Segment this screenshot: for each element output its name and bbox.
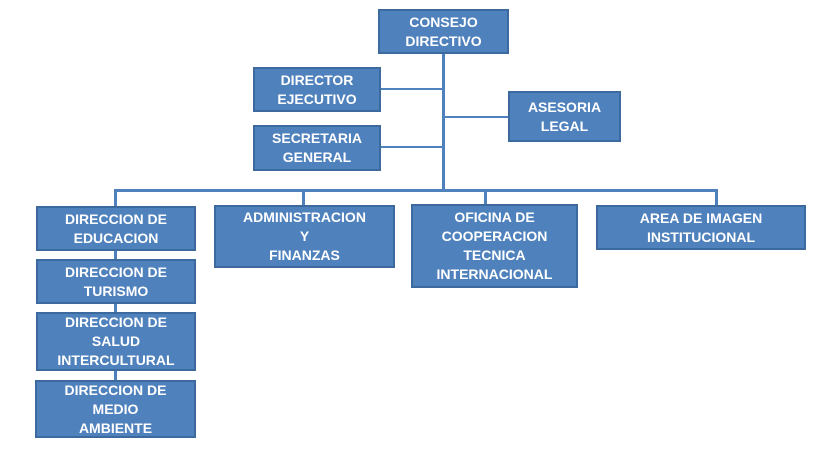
node-label: OFICINA DE (454, 209, 535, 225)
connector-imagen (715, 189, 718, 206)
node-direccion-turismo: DIRECCION DE TURISMO (36, 259, 196, 304)
node-label: MEDIO (92, 400, 139, 417)
node-direccion-salud: DIRECCION DE SALUD INTERCULTURAL (36, 312, 196, 371)
connector-secretaria (381, 146, 443, 148)
node-label: EJECUTIVO (277, 90, 357, 107)
node-label: DIRECTIVO (405, 32, 482, 49)
node-label: LEGAL (540, 117, 589, 134)
connector-educacion (114, 189, 117, 207)
connector-oficina (484, 192, 487, 205)
node-oficina-cooperacion: OFICINA DE COOPERACION TECNICA INTERNACIONA… (411, 204, 578, 288)
connector-horizontal-bus (115, 189, 718, 192)
node-administracion-finanzas: ADMINISTRACION Y FINANZAS (214, 205, 395, 268)
node-label: DIRECCION DE (65, 210, 167, 227)
node-asesoria-legal: ASESORIA LEGAL (508, 91, 621, 142)
node-label: DIRECTOR (280, 71, 354, 88)
node-label: DIRECCION DE (64, 381, 167, 398)
node-consejo-directivo: CONSEJO DIRECTIVO (378, 9, 509, 54)
connector-asesoria (445, 116, 508, 118)
node-label: INSTITUCIONAL (646, 228, 756, 245)
node-label: AMBIENTE (78, 419, 153, 436)
node-label: SALUD (91, 333, 141, 349)
node-label: INTERCULTURAL (57, 352, 175, 368)
node-label: EDUCACION (73, 229, 159, 246)
node-label: AREA DE IMAGEN (639, 209, 763, 226)
node-label: DIRECCION DE (65, 314, 167, 330)
connector-administracion (302, 192, 305, 206)
node-label: SECRETARIA (272, 130, 362, 146)
node-direccion-educacion: DIRECCION DE EDUCACION (36, 206, 196, 251)
node-director-ejecutivo: DIRECTOR EJECUTIVO (253, 67, 381, 112)
node-label: TURISMO (83, 282, 149, 299)
node-label: ASESORIA (527, 98, 602, 115)
node-area-imagen-institucional: AREA DE IMAGEN INSTITUCIONAL (596, 205, 806, 250)
node-label: Y (299, 228, 310, 244)
node-label: CONSEJO (409, 13, 478, 30)
node-label: DIRECCION DE (65, 263, 167, 280)
node-label: INTERNACIONAL (436, 266, 553, 282)
node-label: TECNICA (463, 247, 526, 263)
node-secretaria-general: SECRETARIA GENERAL (253, 125, 381, 171)
node-label: COOPERACION (441, 228, 548, 244)
node-label: GENERAL (282, 149, 352, 165)
connector-director (381, 88, 443, 90)
node-direccion-medio-ambiente: DIRECCION DE MEDIO AMBIENTE (35, 380, 196, 438)
node-label: FINANZAS (269, 247, 340, 263)
node-label: ADMINISTRACION (243, 209, 366, 225)
connector-main-vertical (442, 54, 445, 192)
